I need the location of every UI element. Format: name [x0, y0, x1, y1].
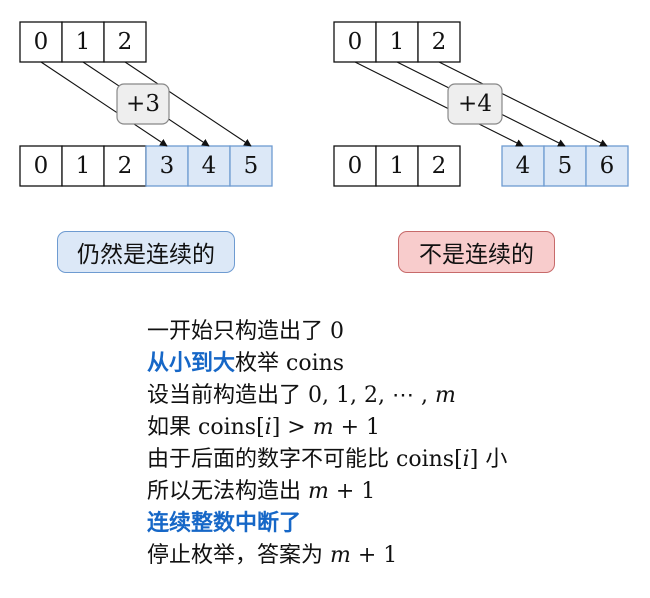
- right-top-num-1: 1: [390, 29, 405, 55]
- left-bottom-num-1: 1: [76, 153, 91, 179]
- left-top-num-2: 2: [118, 29, 133, 55]
- right-bottom-num-6: 6: [600, 153, 615, 179]
- line-5-index: i: [462, 447, 470, 472]
- explanation-line-5: 由于后面的数字不可能比 coins[i] 小: [147, 444, 507, 476]
- right-bottom-cell-0: [333, 145, 377, 187]
- right-arrow-0: [354, 61, 524, 147]
- line-5-text: 由于后面的数字不可能比: [147, 447, 390, 472]
- right-diagram: 0 1 2 0 1 2 4 5 6 +4: [333, 21, 629, 187]
- left-bottom-num-2: 2: [118, 153, 133, 179]
- right-bottom-num-1: 1: [390, 153, 405, 179]
- left-bottom-num-4: 4: [202, 153, 217, 179]
- explanation-text: 一开始只构造出了 0 从小到大枚举 coins 设当前构造出了 0, 1, 2,…: [147, 316, 507, 572]
- line-2-math: coins: [286, 351, 345, 376]
- right-top-num-2: 2: [432, 29, 447, 55]
- line-6-text: 所以无法构造出: [147, 479, 302, 504]
- explanation-line-2: 从小到大枚举 coins: [147, 348, 507, 380]
- right-top-num-0: 0: [348, 29, 363, 55]
- line-5-tail: 小: [485, 447, 508, 472]
- line-8-plus-one: + 1: [350, 543, 398, 568]
- left-offset-label: +3: [126, 91, 160, 117]
- line-4-text: 如果: [147, 415, 192, 440]
- left-bottom-cell-1: [61, 145, 105, 187]
- right-bottom-num-4: 4: [516, 153, 531, 179]
- right-arrow-2: [438, 61, 608, 147]
- left-top-row: 0 1 2: [19, 21, 147, 63]
- right-bottom-cell-2: [417, 145, 461, 187]
- explanation-line-7: 连续整数中断了: [147, 511, 302, 536]
- line-3-math: 0, 1, 2, ⋯ , m: [308, 383, 456, 408]
- left-top-cell-1: [61, 21, 105, 63]
- explanation-line-3: 设当前构造出了 0, 1, 2, ⋯ , m: [147, 380, 507, 412]
- explanation-line-4: 如果 coins[i] > m + 1: [147, 412, 507, 444]
- line-3-seq: 0, 1, 2, ⋯ ,: [308, 383, 435, 408]
- left-top-num-0: 0: [34, 29, 49, 55]
- left-diagram: 0 1 2 0 1 2 3 4 5 +3: [19, 21, 273, 187]
- line-5-coins: coins[: [396, 447, 463, 472]
- explanation-line-1: 一开始只构造出了 0: [147, 316, 507, 348]
- right-top-cell-0: [333, 21, 377, 63]
- left-top-cell-0: [19, 21, 63, 63]
- line-3-text: 设当前构造出了: [147, 383, 302, 408]
- right-offset-box: [447, 83, 503, 125]
- left-bottom-cell-5: [229, 145, 273, 187]
- line-1-math: 0: [330, 319, 345, 344]
- right-bottom-num-5: 5: [558, 153, 573, 179]
- left-top-num-1: 1: [76, 29, 91, 55]
- still-continuous-label: 仍然是连续的: [57, 231, 235, 273]
- line-2-emphasis: 从小到大: [147, 351, 236, 376]
- explanation-line-8: 停止枚举，答案为 m + 1: [147, 540, 507, 572]
- line-6-var: m: [308, 479, 329, 504]
- line-2-text: 枚举: [235, 351, 280, 376]
- left-arrow-0: [40, 61, 168, 147]
- line-4-index: i: [264, 415, 272, 440]
- left-bottom-num-0: 0: [34, 153, 49, 179]
- line-8-text: 停止枚举，答案为: [147, 543, 324, 568]
- line-5-bracket: ]: [469, 447, 479, 472]
- line-4-coins: coins[: [198, 415, 265, 440]
- right-bottom-num-0: 0: [348, 153, 363, 179]
- line-4-var: m: [312, 415, 334, 440]
- left-bottom-num-3: 3: [160, 153, 175, 179]
- not-continuous-label: 不是连续的: [398, 231, 555, 273]
- line-5-math: coins[i]: [396, 447, 478, 472]
- right-top-row: 0 1 2: [333, 21, 461, 63]
- line-8-math: m + 1: [330, 543, 397, 568]
- right-top-cell-2: [417, 21, 461, 63]
- right-bottom-num-2: 2: [432, 153, 447, 179]
- line-1-text: 一开始只构造出了: [147, 319, 324, 344]
- line-4-gt: ] >: [271, 415, 313, 440]
- diagram-canvas: 0 1 2 0 1 2 3 4 5 +3 0: [19, 21, 629, 187]
- line-3-var: m: [434, 383, 456, 408]
- right-bottom-cell-6: [585, 145, 629, 187]
- line-4-plus-one: + 1: [333, 415, 381, 440]
- explanation-line-6: 所以无法构造出 m + 1: [147, 476, 507, 508]
- left-offset-box: [116, 83, 170, 125]
- right-bottom-row-left: 0 1 2: [333, 145, 461, 187]
- right-offset-label: +4: [458, 91, 492, 117]
- right-top-cell-1: [375, 21, 419, 63]
- line-6-plus-one: + 1: [328, 479, 376, 504]
- left-bottom-num-5: 5: [244, 153, 259, 179]
- line-4-math: coins[i] > m + 1: [198, 415, 380, 440]
- left-arrow-2: [124, 61, 252, 147]
- line-8-var: m: [330, 543, 351, 568]
- line-6-math: m + 1: [308, 479, 375, 504]
- right-bottom-row-right: 4 5 6: [501, 145, 629, 187]
- left-bottom-row: 0 1 2 3 4 5: [19, 145, 273, 187]
- right-bottom-cell-5: [543, 145, 587, 187]
